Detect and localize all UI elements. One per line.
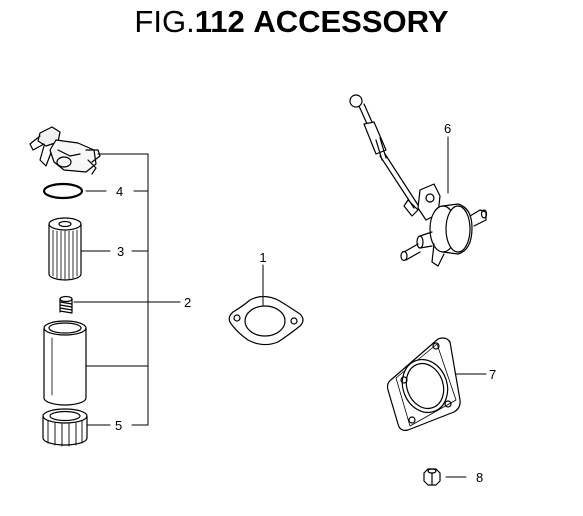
callout-8: 8 [476, 470, 483, 485]
square-gasket-icon [386, 337, 461, 431]
figure-number: 112 [194, 4, 245, 39]
gasket-icon [228, 295, 304, 346]
figure-name: ACCESSORY [253, 4, 449, 39]
callout-3: 3 [117, 244, 124, 259]
figure-prefix: FIG. [134, 4, 195, 39]
filter-element-icon [48, 217, 82, 281]
spring-icon [59, 295, 73, 314]
filter-head-icon [29, 126, 101, 175]
callout-5: 5 [115, 418, 122, 433]
callout-2: 2 [184, 295, 191, 310]
leader-lines-left [73, 153, 181, 426]
o-ring-icon [42, 182, 84, 200]
pump-assembly-icon [349, 94, 488, 267]
hex-nut-icon [423, 468, 441, 486]
filter-bowl-icon [43, 320, 87, 406]
figure-title: FIG.112 ACCESSORY [0, 4, 583, 40]
callout-6: 6 [444, 121, 451, 136]
callout-7: 7 [489, 367, 496, 382]
callout-4: 4 [116, 184, 123, 199]
callout-1: 1 [259, 250, 266, 265]
ring-nut-icon [42, 408, 88, 447]
